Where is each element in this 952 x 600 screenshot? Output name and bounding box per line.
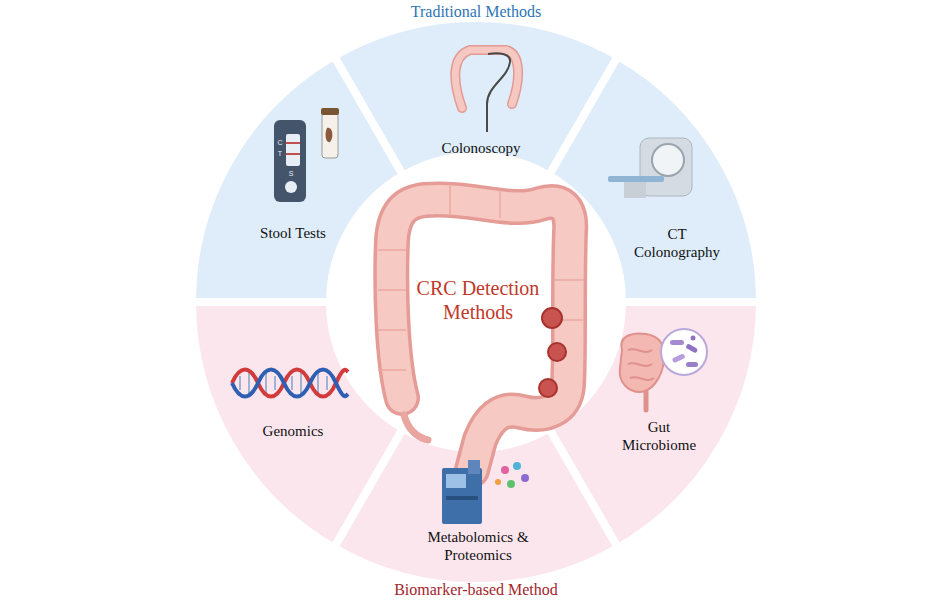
segment-fill: [334, 428, 618, 586]
center-title: CRC Detection Methods: [403, 276, 553, 324]
center-circle: CRC Detection Methods: [336, 162, 616, 442]
circle-fill: [336, 162, 616, 442]
segment-label: Metabolomics & Proteomics: [414, 528, 542, 564]
cassette-letter: T: [275, 150, 285, 158]
cassette-letter: C: [275, 139, 285, 147]
segment-label: Stool Tests: [233, 224, 353, 242]
segment-label: Colonoscopy: [416, 139, 546, 157]
segment-label: Genomics: [233, 422, 353, 440]
group-heading: Traditional Methods: [346, 2, 606, 21]
method-segment: Metabolomics & Proteomics: [334, 428, 618, 586]
segment-label: Gut Microbiome: [614, 418, 704, 454]
cassette-letter: S: [286, 170, 296, 178]
segment-label: CT Colonography: [627, 225, 727, 261]
group-heading: Biomarker-based Method: [336, 580, 616, 599]
